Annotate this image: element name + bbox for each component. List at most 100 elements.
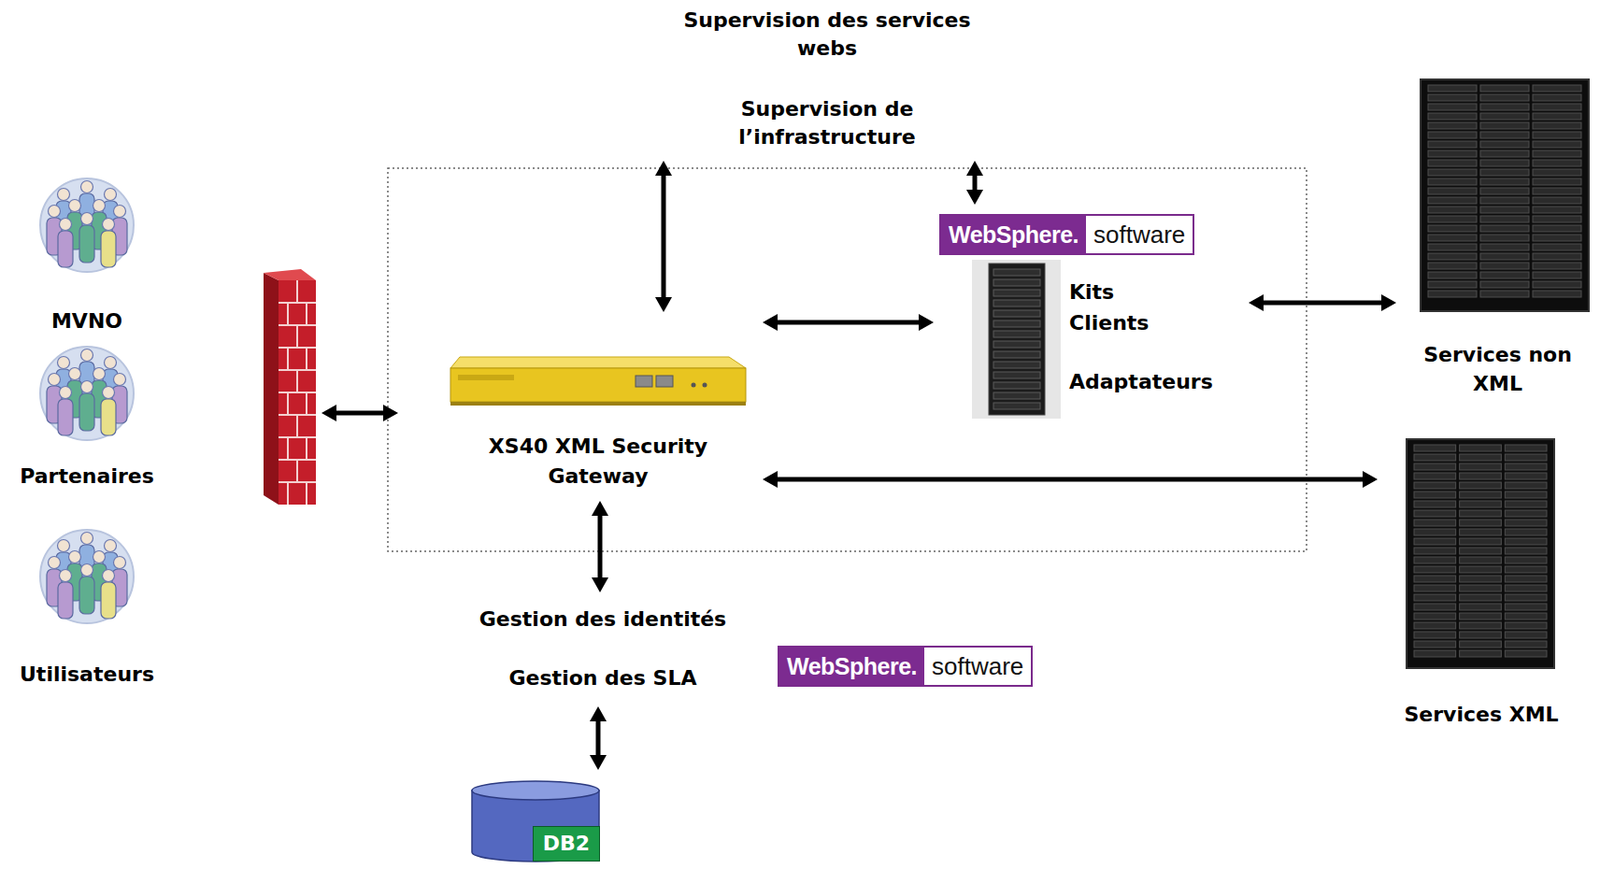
connector	[591, 500, 609, 593]
server-rack-part	[1532, 150, 1582, 158]
server-rack-part	[1504, 500, 1547, 508]
people-icon-part	[104, 540, 117, 553]
logo-word: software	[1085, 215, 1193, 254]
connector	[1248, 294, 1397, 312]
server-rack-part	[1459, 622, 1502, 629]
people-icon-part	[114, 205, 127, 218]
server-tower-part	[993, 320, 1041, 328]
server-rack-part	[1414, 650, 1457, 658]
server-rack-part	[1480, 253, 1529, 260]
server-rack-part	[1532, 206, 1582, 214]
server-rack-part	[1459, 585, 1502, 592]
server-rack-part	[1532, 131, 1582, 139]
service-label: Services non XML	[1404, 340, 1592, 399]
server-rack-part	[1504, 594, 1547, 601]
server-rack-part	[1480, 94, 1529, 101]
server-rack-part	[1532, 94, 1582, 101]
server-tower-part	[993, 330, 1041, 338]
server-rack-part	[1428, 122, 1477, 129]
server-rack-part	[1504, 613, 1547, 620]
server-rack-part	[1504, 463, 1547, 471]
connector-line	[596, 719, 601, 758]
server-rack-part	[1480, 187, 1529, 195]
server-rack-part	[1459, 613, 1502, 620]
server-rack-part	[1459, 528, 1502, 536]
server-rack-part	[1428, 187, 1477, 195]
people-icon-part	[57, 357, 71, 370]
gateway-appliance-part	[656, 375, 673, 387]
server-rack-part	[1480, 150, 1529, 158]
arrow-head	[762, 314, 778, 331]
server-rack-part	[1428, 103, 1477, 111]
server-rack-part	[1532, 178, 1582, 186]
server-rack-part	[1414, 575, 1457, 583]
server-rack-part	[1459, 500, 1502, 508]
server-rack-part	[1428, 234, 1477, 242]
node-srv: Services XML	[1383, 434, 1580, 729]
people-icon-part	[79, 576, 95, 615]
server-rack-part	[1504, 575, 1547, 583]
node-sup: Supervision des services websSupervision…	[644, 5, 1010, 156]
server-rack-part	[1459, 557, 1502, 564]
people-icon-part	[81, 564, 94, 577]
server-rack-part	[1532, 169, 1582, 176]
connector	[966, 160, 984, 205]
server-rack-part	[1480, 234, 1529, 242]
connector-line	[661, 173, 667, 300]
server-rack-part	[1532, 85, 1582, 92]
server-rack-part	[1532, 215, 1582, 223]
server-rack-part	[1480, 131, 1529, 139]
server-rack	[1420, 79, 1589, 312]
people-icon-part	[93, 551, 106, 564]
server-rack-part	[1428, 206, 1477, 214]
server-rack-part	[1480, 243, 1529, 251]
server-rack-part	[1480, 178, 1529, 186]
firewall-front	[278, 280, 316, 505]
node-ges: Gestion des identitésGestion des SLA	[448, 598, 758, 701]
server-rack-part	[1414, 547, 1457, 555]
people-icon-part	[81, 532, 94, 545]
people-icon-part	[79, 225, 95, 263]
server-rack-part	[1504, 631, 1547, 639]
server-tower-part	[993, 269, 1041, 276]
connector-line	[972, 173, 978, 192]
database-cylinder-part	[471, 781, 600, 800]
websphere-logo: WebSphere.software	[777, 645, 1033, 687]
connector	[762, 314, 934, 331]
supervision-label: Supervision des services webs	[658, 6, 996, 63]
server-rack-part	[1504, 641, 1547, 648]
connector-line	[1261, 300, 1384, 306]
arrow-head	[383, 404, 399, 422]
server-rack-part	[1532, 290, 1582, 298]
people-icon-part	[81, 349, 94, 362]
server-rack-part	[1414, 613, 1457, 620]
node-db: DB2	[467, 775, 608, 866]
node-gw: XS40 XML Security Gateway	[439, 317, 758, 496]
server-tower-part	[993, 402, 1041, 410]
people-icon-part	[57, 540, 71, 553]
node-people: Utilisateurs	[7, 525, 167, 689]
arrow-head	[655, 160, 672, 176]
server-rack-part	[1532, 271, 1582, 279]
people-icon-part	[102, 386, 115, 400]
server-rack-part	[1428, 225, 1477, 232]
server-rack-part	[1414, 491, 1457, 499]
arrow-head	[1248, 294, 1264, 312]
people-icon-part	[104, 357, 117, 370]
database-cylinder-part	[471, 790, 600, 862]
server-rack-part	[1532, 234, 1582, 242]
people-icon-part	[40, 346, 134, 441]
server-rack-part	[1532, 159, 1582, 167]
db2-badge: DB2	[532, 826, 600, 862]
people-icon-part	[57, 582, 73, 619]
server-rack-part	[1406, 439, 1555, 669]
server-tower-part	[993, 289, 1041, 297]
people-icon-part	[81, 181, 94, 194]
server-rack-part	[1459, 631, 1502, 639]
gateway-appliance-part	[450, 368, 746, 402]
server-rack-part	[1504, 454, 1547, 461]
group-label: MVNO	[7, 307, 167, 336]
people-icon-part	[102, 218, 115, 231]
server-rack-part	[1406, 439, 1555, 669]
server-rack-part	[1414, 603, 1457, 611]
